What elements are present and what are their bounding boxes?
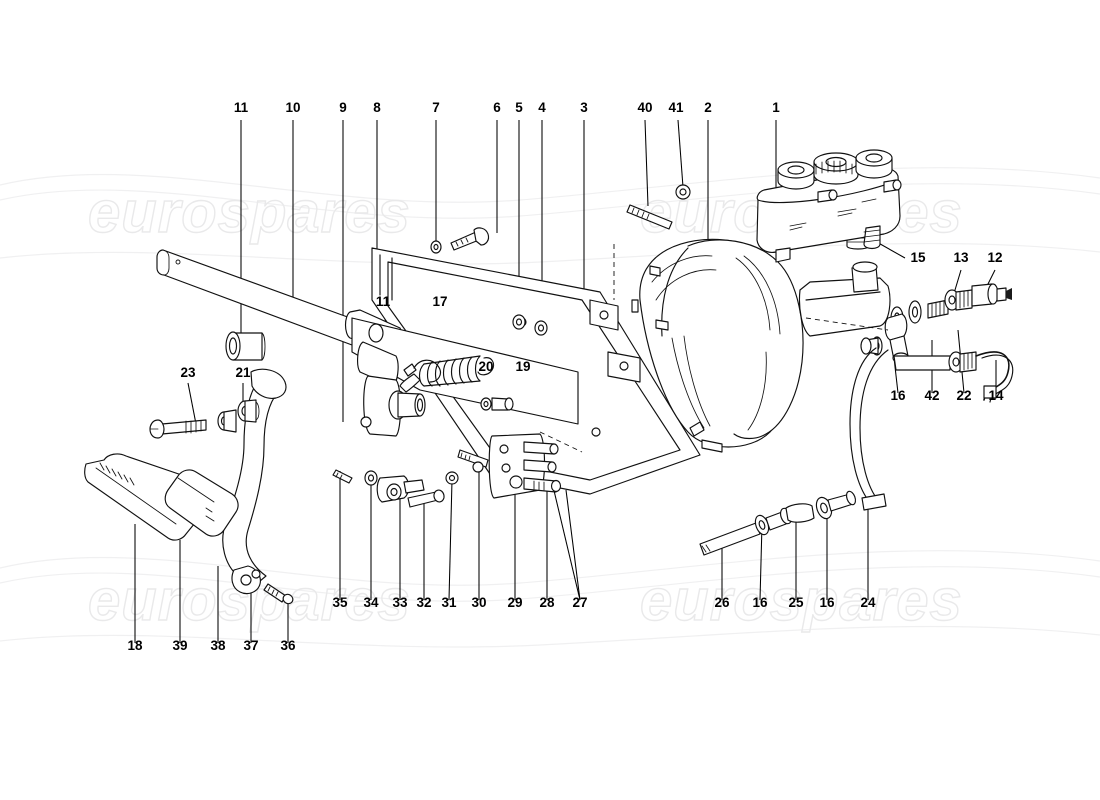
vacuum-hose-right	[975, 351, 1014, 403]
callout-41: 41	[668, 100, 684, 115]
pivot-bolt-assembly	[149, 399, 260, 439]
callout-22: 22	[956, 388, 971, 403]
callout-14: 14	[988, 388, 1004, 403]
small-hardware-group	[332, 449, 489, 508]
construction-lines	[539, 244, 889, 453]
callout-18: 18	[127, 638, 143, 653]
pedal-return-spring	[399, 355, 495, 393]
callout-21: 21	[235, 365, 251, 380]
watermark-text: eurospares	[88, 180, 411, 245]
upper-fastener-group	[430, 227, 490, 254]
callout-39: 39	[172, 638, 187, 653]
parts-artwork	[84, 149, 1014, 605]
callout-38: 38	[210, 638, 226, 653]
callout-1: 1	[772, 100, 780, 115]
reservoir-cap	[777, 161, 815, 190]
brake-hose-lower	[849, 347, 889, 511]
clevis-pin-parts	[480, 397, 514, 411]
booster-stud-group	[626, 184, 691, 230]
callout-13: 13	[953, 250, 969, 265]
callout-7: 7	[432, 100, 440, 115]
callout-10: 10	[285, 100, 300, 115]
callout-2: 2	[704, 100, 712, 115]
brake-fluid-reservoir	[756, 149, 902, 263]
pedal-stop-bracket	[488, 433, 562, 499]
callout-40: 40	[637, 100, 652, 115]
callout-6: 6	[493, 100, 501, 115]
callout-29: 29	[507, 595, 522, 610]
reservoir-cap	[855, 149, 893, 179]
pedal-pivot-bolt	[263, 583, 294, 605]
pedal-support-housing	[344, 309, 579, 437]
callout-17: 17	[432, 294, 447, 309]
callout-35: 35	[332, 595, 348, 610]
callout-15: 15	[910, 250, 926, 265]
callout-36: 36	[280, 638, 296, 653]
pedal-backing-plate	[164, 469, 239, 537]
callout-28: 28	[539, 595, 555, 610]
callout-26: 26	[714, 595, 730, 610]
callout-8: 8	[373, 100, 381, 115]
callout-42: 42	[924, 388, 939, 403]
callout-labels: 11 10 9 8 7 6 5 4 3 40 41 2 1 11 17 20 1…	[127, 100, 1004, 653]
brake-line-fitting-right	[927, 283, 1012, 319]
callout-5: 5	[515, 100, 523, 115]
brake-pedal-arm	[222, 368, 287, 595]
callout-9: 9	[339, 100, 347, 115]
bracket-fastener-group	[512, 314, 548, 336]
callout-16-right: 16	[890, 388, 906, 403]
callout-33: 33	[392, 595, 408, 610]
watermark-text: eurospares	[640, 568, 963, 633]
callout-11-inner: 11	[376, 294, 391, 309]
callout-31: 31	[441, 595, 457, 610]
callout-24: 24	[860, 595, 876, 610]
callout-34: 34	[363, 595, 379, 610]
reservoir-cap	[813, 152, 859, 185]
callout-11: 11	[234, 100, 249, 115]
callout-3: 3	[580, 100, 588, 115]
callout-25: 25	[788, 595, 804, 610]
callout-19: 19	[515, 359, 530, 374]
brake-line-union	[860, 313, 977, 373]
callout-30: 30	[471, 595, 486, 610]
callout-16-a: 16	[752, 595, 768, 610]
pedal-shaft-part	[156, 249, 361, 346]
callout-20: 20	[478, 359, 493, 374]
callout-16-b: 16	[819, 595, 835, 610]
callout-4: 4	[538, 100, 546, 115]
callout-23: 23	[180, 365, 196, 380]
brake-pipe-assembly	[699, 490, 857, 556]
shaft-bushing	[225, 331, 266, 361]
callout-12: 12	[987, 250, 1002, 265]
callout-37: 37	[243, 638, 258, 653]
callout-27: 27	[572, 595, 587, 610]
vacuum-brake-booster	[631, 238, 804, 453]
callout-32: 32	[416, 595, 431, 610]
